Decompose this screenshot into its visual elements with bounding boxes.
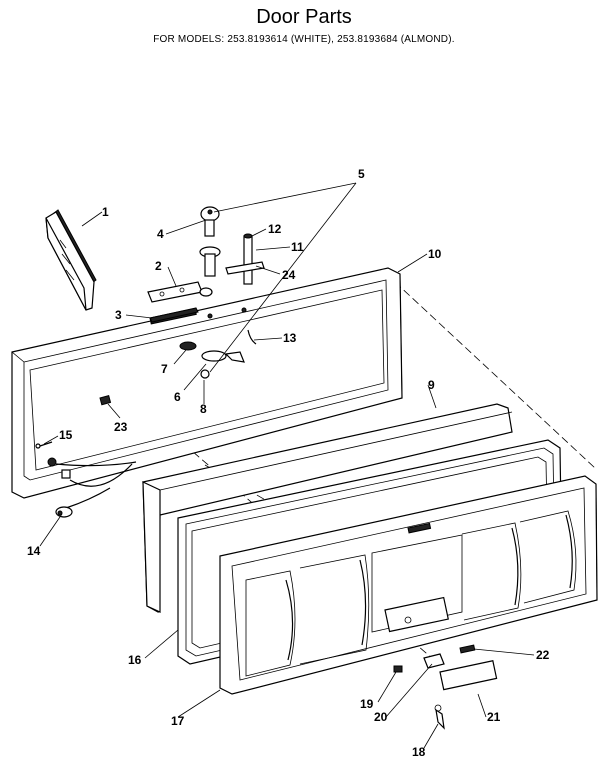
callout-8: 8 [200, 402, 207, 416]
latch-assembly-part [199, 233, 265, 285]
callout-23: 23 [114, 420, 128, 434]
door-panel-insulation [142, 403, 513, 613]
models-subtitle: FOR MODELS: 253.8193614 (WHITE), 253.819… [153, 34, 455, 45]
callout-16: 16 [128, 653, 142, 667]
clip-part-23 [99, 395, 112, 406]
callout-22: 22 [536, 648, 550, 662]
lock-key-part [200, 206, 220, 237]
callout-3: 3 [115, 308, 122, 322]
callout-18: 18 [412, 745, 426, 759]
callout-14: 14 [27, 544, 41, 558]
callout-1: 1 [102, 205, 109, 219]
callout-4: 4 [157, 227, 164, 241]
callout-7: 7 [161, 362, 168, 376]
hinge-latch-parts [179, 329, 257, 379]
callout-15: 15 [59, 428, 73, 442]
callout-2: 2 [155, 259, 162, 273]
callout-21: 21 [487, 710, 501, 724]
light-cord-part [35, 441, 137, 518]
callout-19: 19 [360, 697, 374, 711]
callout-24: 24 [282, 268, 296, 282]
switch-assembly-parts [393, 644, 498, 730]
callout-20: 20 [374, 710, 388, 724]
callout-12: 12 [268, 222, 282, 236]
callout-17: 17 [171, 714, 185, 728]
callout-labels: 1 2 3 4 5 6 7 8 9 10 11 12 13 14 15 16 1… [27, 167, 550, 759]
callout-13: 13 [283, 331, 297, 345]
lock-bracket-part [147, 281, 213, 303]
seal-strip-part [149, 307, 199, 323]
inner-door-liner [219, 475, 598, 695]
leader-lines [39, 182, 535, 749]
callout-9: 9 [428, 378, 435, 392]
instruction-plate-part [45, 209, 97, 311]
callout-10: 10 [428, 247, 442, 261]
callout-5: 5 [358, 167, 365, 181]
page-title: Door Parts [256, 6, 352, 28]
callout-11: 11 [291, 240, 304, 254]
callout-6: 6 [174, 390, 181, 404]
